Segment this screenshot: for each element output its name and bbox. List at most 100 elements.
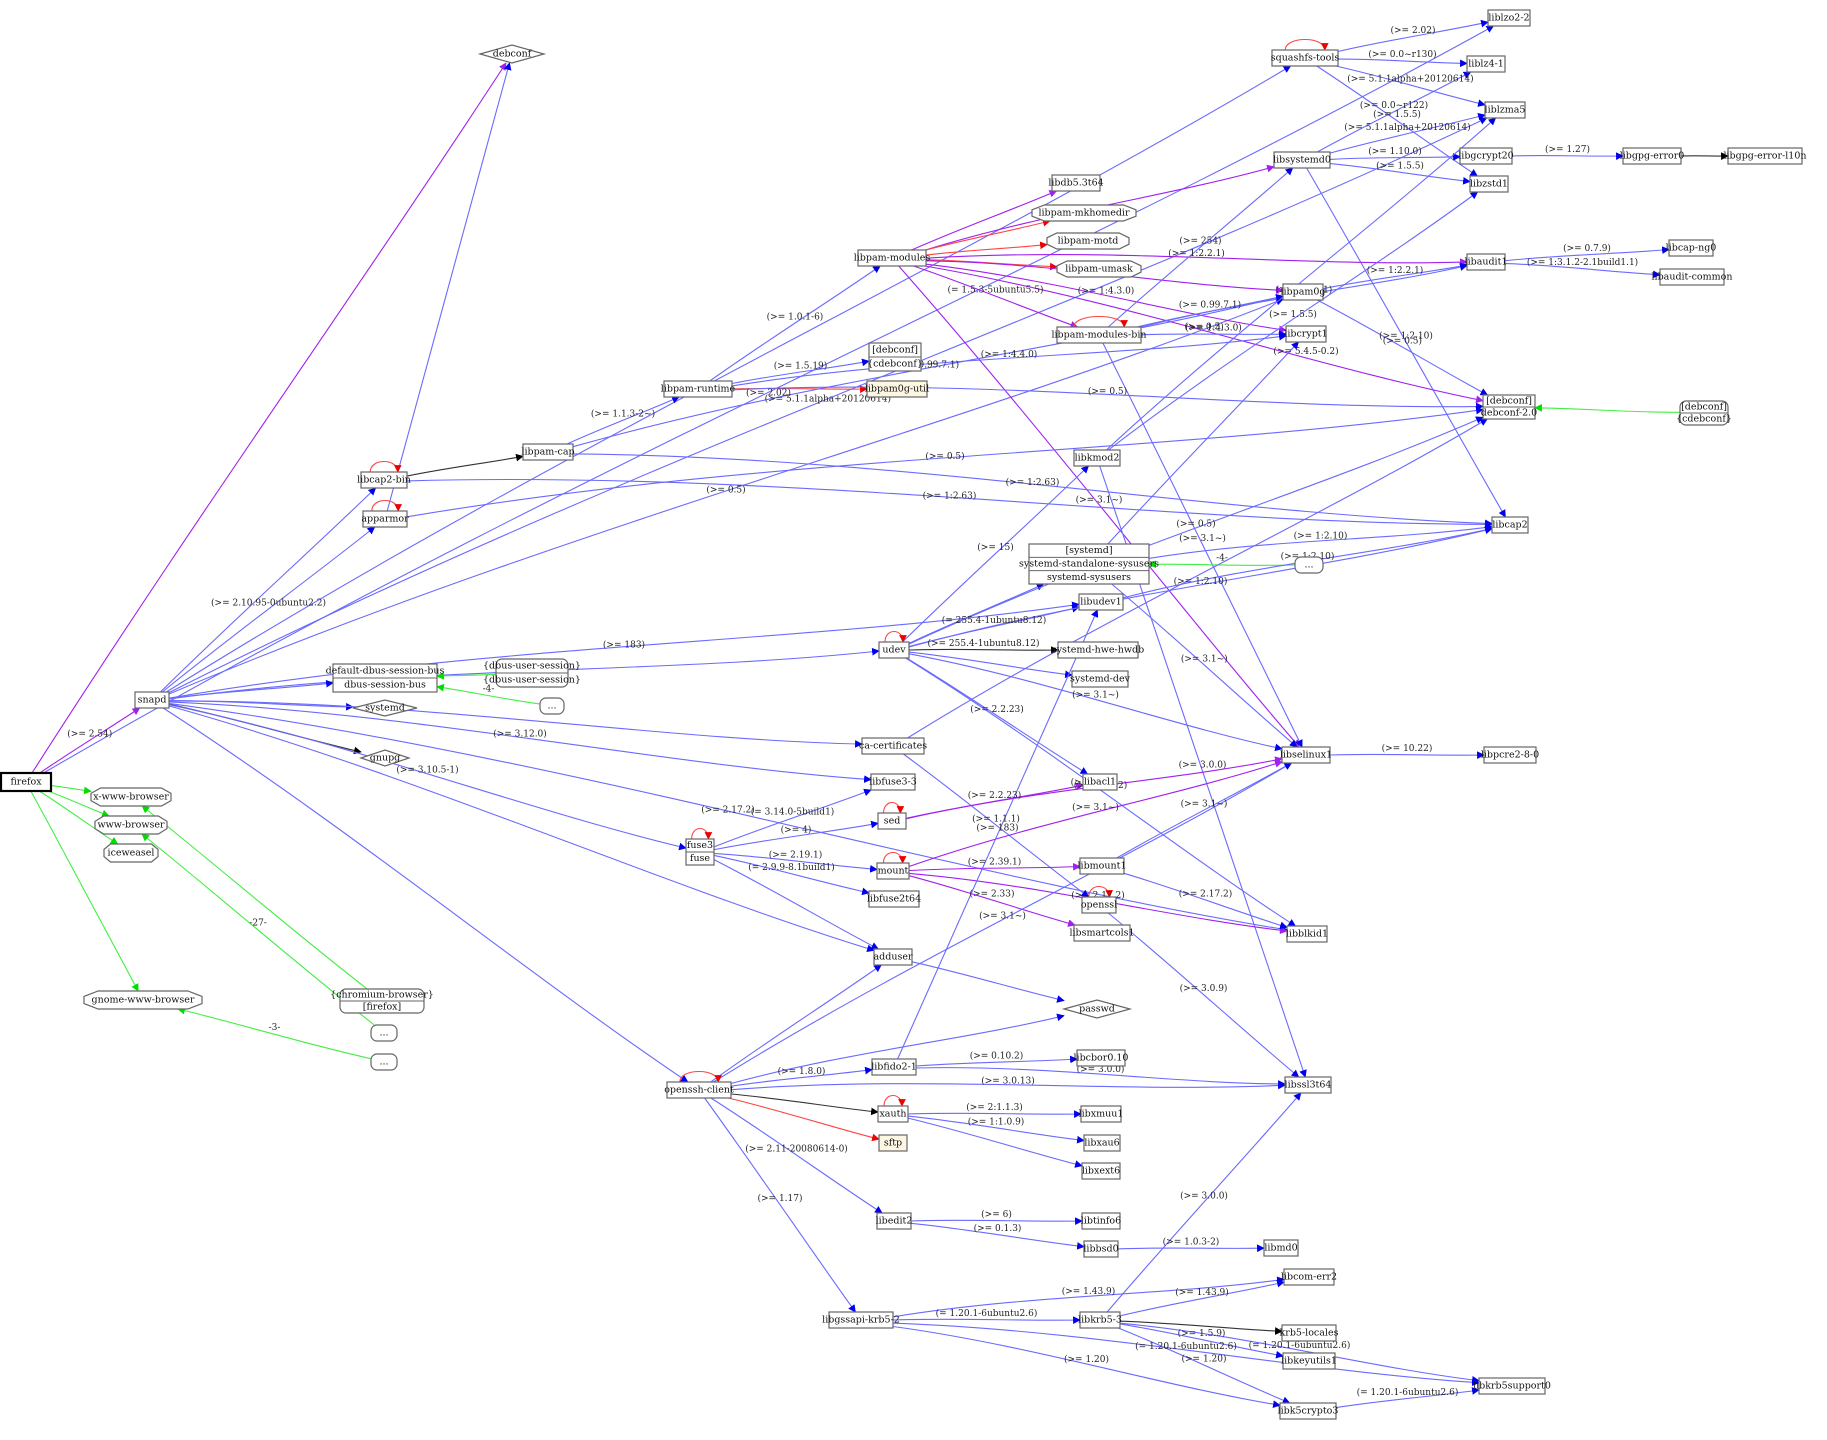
node-sftp[interactable]: sftp	[878, 1134, 908, 1152]
node-libk5crypto3[interactable]: libk5crypto3	[1278, 1402, 1339, 1420]
node-xauth[interactable]: xauth	[877, 1105, 909, 1123]
node-openssl[interactable]: openssl	[1081, 896, 1117, 914]
node-libacl1[interactable]: libacl1	[1082, 773, 1118, 791]
edge-labels-layer: (>= 2.54)(>= 2.02)(>= 0.5)(>= 5.1.1alpha…	[67, 25, 1638, 1398]
edge-line	[897, 609, 1099, 1060]
node-libpcre2-8-0[interactable]: libpcre2-8-0	[1481, 746, 1539, 764]
node-libbsd0[interactable]: libbsd0	[1083, 1240, 1119, 1258]
edge-label: (>= 5.1.1alpha+20120614)	[1344, 122, 1470, 133]
node-gnupg[interactable]: gnupg	[359, 749, 411, 767]
node-libkmod2[interactable]: libkmod2	[1073, 449, 1121, 467]
node-libpam-modules-bin[interactable]: libpam-modules-bin	[1051, 326, 1147, 344]
node-libpam-cap[interactable]: libpam-cap	[521, 443, 575, 461]
node-libpam-motd[interactable]: libpam-motd	[1046, 232, 1130, 250]
node-gnome-www-browser[interactable]: gnome-www-browser	[83, 990, 203, 1010]
node-systemd-hwe-hwdb[interactable]: systemd-hwe-hwdb	[1052, 641, 1144, 659]
node-liblz4-1[interactable]: liblz4-1	[1466, 55, 1506, 73]
node-dbus-user-session[interactable]: {dbus-user-session}{dbus-user-session}	[483, 658, 581, 688]
node-systemd-dev[interactable]: systemd-dev	[1070, 670, 1131, 688]
node-libssl3t64[interactable]: libssl3t64	[1284, 1076, 1332, 1094]
node-libcrypt1[interactable]: libcrypt1	[1284, 325, 1328, 343]
node-libaudit1[interactable]: libaudit1	[1465, 253, 1508, 271]
node-libgpg-error-l10n[interactable]: libgpg-error-l10n	[1723, 147, 1807, 165]
node-libxau6[interactable]: libxau6	[1083, 1134, 1121, 1152]
edge-mount-to-libsmartcols1	[908, 875, 1076, 927]
node-libsystemd0[interactable]: libsystemd0	[1273, 151, 1331, 169]
node-x-www-browser[interactable]: x-www-browser	[90, 787, 172, 807]
node-apparmor[interactable]: apparmor	[361, 510, 409, 528]
node-libpam-runtime[interactable]: libpam-runtime	[661, 380, 736, 398]
node-libedit2[interactable]: libedit2	[876, 1212, 913, 1230]
node-libgssapi-krb5-2[interactable]: libgssapi-krb5-2	[822, 1311, 900, 1329]
node-libpam0g[interactable]: libpam0g	[1280, 283, 1326, 301]
node-box	[1081, 1162, 1121, 1180]
node-iceweasel[interactable]: iceweasel	[103, 843, 159, 863]
node-systemd[interactable]: systemd	[352, 699, 418, 717]
node-debconf-alt-1[interactable]: [debconf]{cdebconf}	[867, 342, 923, 372]
node-krb5-locales[interactable]: krb5-locales	[1280, 1324, 1339, 1342]
edge-line	[903, 753, 1090, 898]
node-snapd[interactable]: snapd	[134, 691, 170, 709]
node-libkrb5-3[interactable]: libkrb5-3	[1078, 1311, 1122, 1329]
node-libtinfo6[interactable]: libtinfo6	[1081, 1212, 1121, 1230]
node-passwd[interactable]: passwd	[1061, 999, 1133, 1019]
node-systemd-sysusers[interactable]: [systemd]systemd-standalone-sysuserssyst…	[1019, 543, 1159, 585]
node-libcap2[interactable]: libcap2	[1491, 516, 1529, 534]
node-udev[interactable]: udev	[878, 641, 910, 659]
node-libfuse3-3[interactable]: libfuse3-3	[869, 773, 917, 791]
node-libkrb5support0[interactable]: libkrb5support0	[1473, 1377, 1551, 1395]
node-liblzma5[interactable]: liblzma5	[1484, 101, 1526, 119]
node-diamond	[477, 44, 547, 64]
node-libfuse2t64[interactable]: libfuse2t64	[867, 890, 921, 908]
node-libkeyutils1[interactable]: libkeyutils1	[1281, 1352, 1337, 1370]
edge-line	[913, 265, 1079, 329]
node-ellipsis-dbus[interactable]: ...	[539, 697, 565, 715]
node-openssh-client[interactable]: openssh-client	[664, 1081, 734, 1099]
node-libpam-mkhomedir[interactable]: libpam-mkhomedir	[1031, 204, 1137, 222]
node-box	[1263, 1239, 1299, 1257]
node-ellipsis-3[interactable]: ...	[370, 1053, 398, 1071]
node-libxext6[interactable]: libxext6	[1081, 1162, 1121, 1180]
edge-line	[713, 854, 870, 896]
node-firefox[interactable]: firefox	[0, 771, 53, 793]
node-libcap-ng0[interactable]: libcap-ng0	[1666, 239, 1717, 257]
node-mount[interactable]: mount	[876, 862, 910, 880]
node-ellipsis-sysusers[interactable]: ...	[1294, 556, 1324, 574]
node-label: krb5-locales	[1280, 1328, 1339, 1339]
node-liblzo2-2[interactable]: liblzo2-2	[1487, 9, 1531, 27]
node-libaudit-common[interactable]: libaudit-common	[1652, 268, 1733, 286]
node-libblkid1[interactable]: libblkid1	[1286, 925, 1328, 943]
node-chromium-firefox[interactable]: {chromium-browser}[firefox]	[330, 988, 434, 1014]
edge-line	[1337, 58, 1468, 68]
edge-adduser-to-passwd	[911, 961, 1065, 1003]
node-libcbor0.10[interactable]: libcbor0.10	[1074, 1049, 1129, 1067]
node-libmount1[interactable]: libmount1	[1078, 857, 1127, 875]
node-libfido2-1[interactable]: libfido2-1	[871, 1058, 917, 1076]
node-libcap2-bin[interactable]: libcap2-bin	[357, 471, 411, 489]
node-adduser[interactable]: adduser	[873, 948, 913, 966]
node-debconf-alt-2[interactable]: [debconf]{cdebconf}	[1676, 400, 1732, 426]
node-libselinux1[interactable]: libselinux1	[1280, 746, 1332, 764]
node-libzstd1[interactable]: libzstd1	[1469, 175, 1509, 193]
node-libudev1[interactable]: libudev1	[1078, 593, 1124, 611]
node-squashfs-tools[interactable]: squashfs-tools	[1271, 49, 1340, 67]
node-libgcrypt20[interactable]: libgcrypt20	[1458, 147, 1514, 165]
node-sed[interactable]: sed	[877, 812, 907, 830]
node-libpam-modules[interactable]: libpam-modules	[854, 249, 931, 267]
node-libcom-err2[interactable]: libcom-err2	[1281, 1268, 1337, 1286]
node-libpam0g-util[interactable]: libpam0g-util	[865, 380, 929, 398]
node-ca-certificates[interactable]: ca-certificates	[859, 737, 927, 755]
node-libpam-umask[interactable]: libpam-umask	[1056, 260, 1142, 278]
node-libmd0[interactable]: libmd0	[1263, 1239, 1299, 1257]
node-ellipsis-27[interactable]: ...	[370, 1024, 398, 1042]
node-debconf[interactable]: debconf	[477, 44, 547, 64]
node-libdb5.3t64[interactable]: libdb5.3t64	[1048, 174, 1104, 192]
node-record	[1294, 556, 1324, 574]
node-debconf-2.0[interactable]: [debconf]debconf-2.0	[1481, 394, 1537, 420]
node-libgpg-error0[interactable]: libgpg-error0	[1620, 147, 1685, 165]
node-libsmartcols1[interactable]: libsmartcols1	[1069, 924, 1135, 942]
node-libxmuu1[interactable]: libxmuu1	[1079, 1105, 1124, 1123]
node-www-browser[interactable]: www-browser	[94, 815, 168, 835]
